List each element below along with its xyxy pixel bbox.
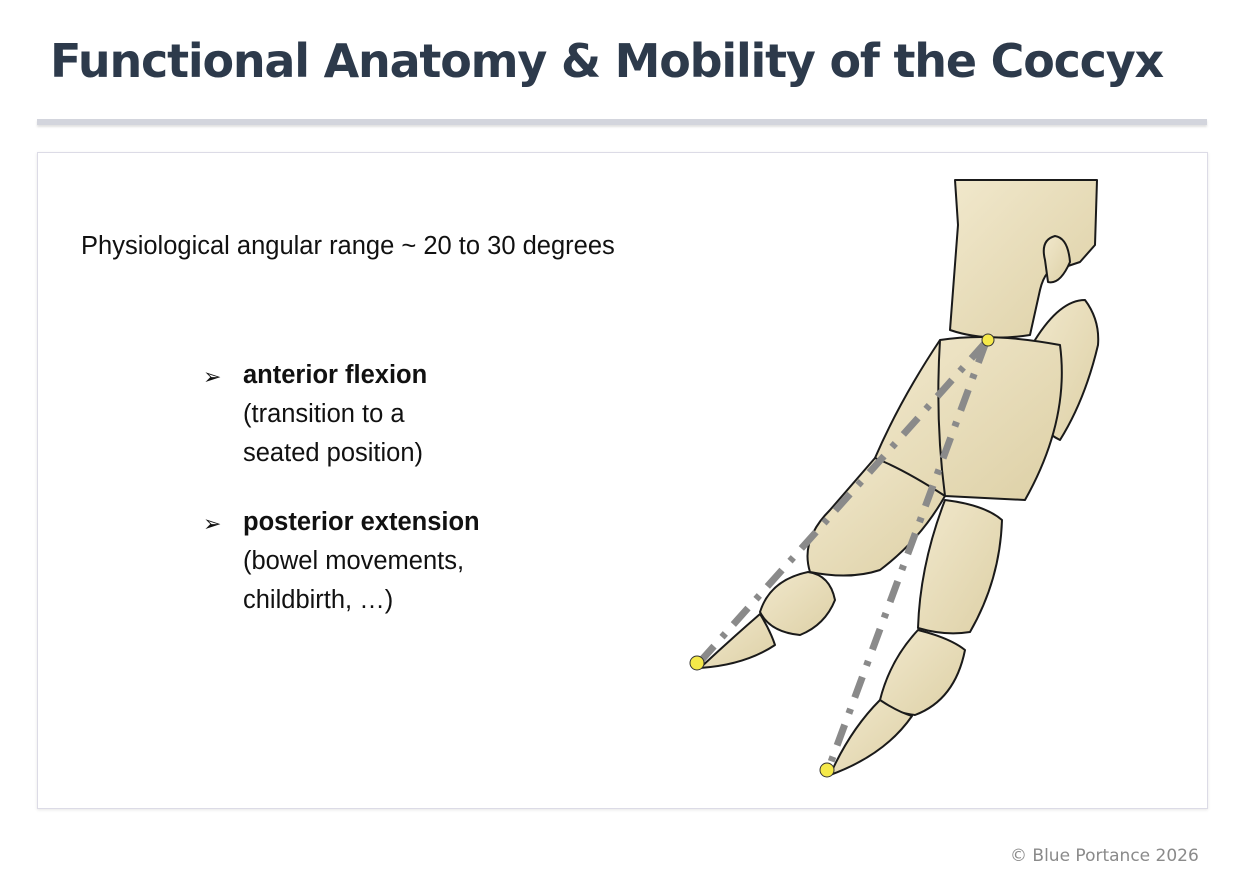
list-item-anterior-flexion: ➢ anterior flexion (transition to a seat… (203, 356, 480, 473)
bullet-heading: posterior extension (243, 508, 480, 536)
coccyx-anatomy-icon (689, 179, 1100, 778)
angular-range-text: Physiological angular range ~ 20 to 30 d… (81, 232, 615, 260)
bullet-detail: childbirth, …) (243, 586, 394, 614)
bullet-heading: anterior flexion (243, 361, 428, 389)
bullet-detail: (transition to a (243, 400, 405, 428)
arrow-bullet-icon: ➢ (203, 364, 222, 389)
bullet-detail: (bowel movements, (243, 547, 465, 575)
arrow-bullet-icon: ➢ (203, 511, 222, 536)
list-item-posterior-extension: ➢ posterior extension (bowel movements, … (203, 503, 480, 620)
title-divider (37, 119, 1207, 125)
movement-list: ➢ anterior flexion (transition to a seat… (203, 356, 480, 650)
page-title: Functional Anatomy & Mobility of the Coc… (50, 34, 1164, 88)
bullet-detail: seated position) (243, 439, 424, 467)
coccyx-illustration (678, 156, 1136, 796)
copyright-footer: © Blue Portance 2026 (1010, 846, 1199, 866)
